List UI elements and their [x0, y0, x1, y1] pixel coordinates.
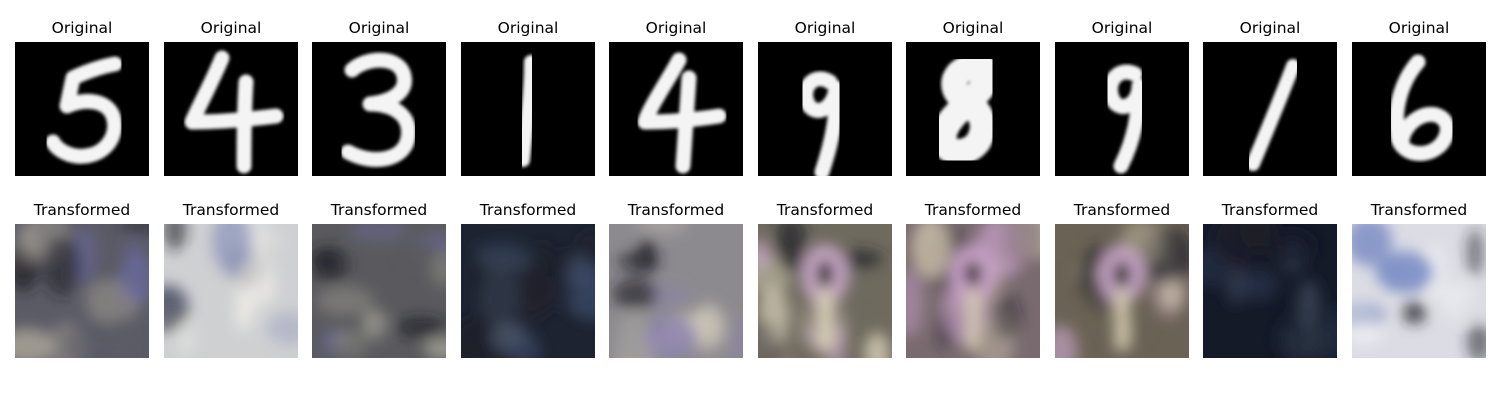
digit-image	[1352, 42, 1486, 176]
transformed-image	[609, 224, 743, 358]
transformed-image	[758, 224, 892, 358]
original-title: Original	[51, 19, 113, 37]
original-title: Original	[1388, 19, 1450, 37]
transformed-image	[1352, 224, 1486, 358]
transformed-image	[1055, 224, 1189, 358]
original-title: Original	[645, 19, 707, 37]
digit-image	[312, 42, 446, 176]
transformed-image	[461, 224, 595, 358]
digit-image	[1203, 42, 1337, 176]
transformed-title: Transformed	[1221, 201, 1319, 219]
digit-image	[164, 42, 298, 176]
transformed-title: Transformed	[1073, 201, 1171, 219]
original-title: Original	[794, 19, 856, 37]
original-title: Original	[497, 19, 559, 37]
transformed-title: Transformed	[182, 201, 280, 219]
original-title: Original	[1091, 19, 1153, 37]
transformed-title: Transformed	[1370, 201, 1468, 219]
transformed-title: Transformed	[33, 201, 131, 219]
transformed-title: Transformed	[924, 201, 1022, 219]
original-title: Original	[1239, 19, 1301, 37]
transformed-image	[312, 224, 446, 358]
transformed-title: Transformed	[627, 201, 725, 219]
transformed-image	[164, 224, 298, 358]
original-title: Original	[200, 19, 262, 37]
digit-image	[609, 42, 743, 176]
original-title: Original	[348, 19, 410, 37]
digit-image	[1055, 42, 1189, 176]
digit-image	[906, 42, 1040, 176]
transformed-image	[15, 224, 149, 358]
digit-image	[461, 42, 595, 176]
digit-image	[15, 42, 149, 176]
original-title: Original	[942, 19, 1004, 37]
transformed-title: Transformed	[776, 201, 874, 219]
transformed-image	[1203, 224, 1337, 358]
transformed-image	[906, 224, 1040, 358]
transformed-title: Transformed	[330, 201, 428, 219]
transformed-title: Transformed	[479, 201, 577, 219]
digit-image	[758, 42, 892, 176]
